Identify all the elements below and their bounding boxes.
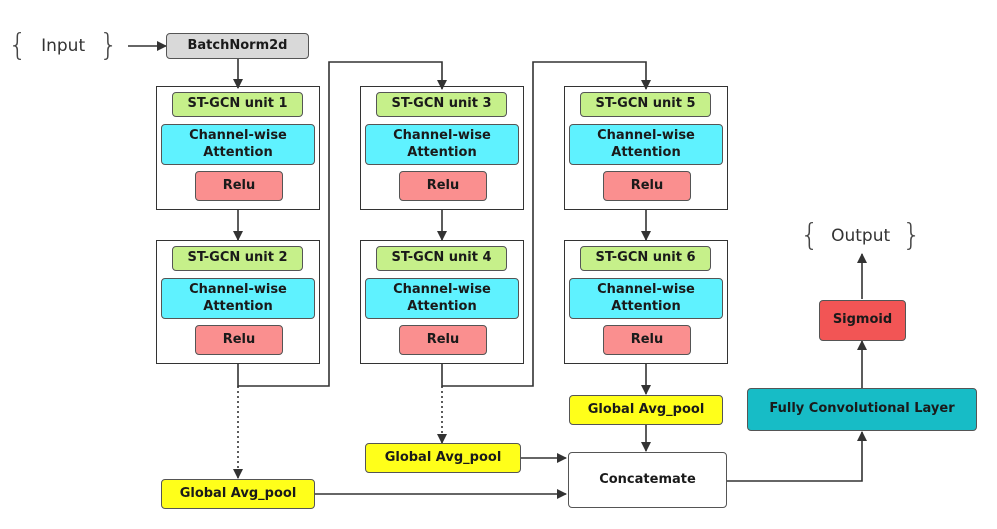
output-text: Output	[831, 226, 891, 246]
edge-unit2-unit3	[237, 61, 447, 387]
edge-concat-fcl	[727, 431, 867, 482]
unit-frame-1	[156, 86, 320, 210]
right-brace-icon: }	[99, 28, 119, 63]
input-label: { Input }	[8, 28, 118, 64]
attention-2: Channel-wise Attention	[161, 278, 315, 319]
gcn-unit-3: ST-GCN unit 3	[376, 92, 507, 117]
unit-frame-2	[156, 240, 320, 364]
relu-2: Relu	[195, 325, 283, 355]
unit-frame-5	[564, 86, 728, 210]
relu-6: Relu	[603, 325, 691, 355]
left-brace-icon: {	[8, 28, 28, 63]
unit-frame-4	[360, 240, 524, 364]
global-avg-pool-1: Global Avg_pool	[161, 479, 315, 509]
edge-unit4-unit5	[441, 61, 651, 387]
gcn-unit-4: ST-GCN unit 4	[376, 246, 507, 271]
right-brace-icon: }	[902, 218, 922, 253]
relu-5: Relu	[603, 171, 691, 201]
global-avg-pool-3: Global Avg_pool	[569, 395, 723, 425]
unit-frame-3	[360, 86, 524, 210]
attention-1: Channel-wise Attention	[161, 124, 315, 165]
relu-1: Relu	[195, 171, 283, 201]
global-avg-pool-2: Global Avg_pool	[365, 443, 521, 473]
concatenate-node: Concatemate	[568, 452, 727, 508]
gcn-unit-6: ST-GCN unit 6	[580, 246, 711, 271]
gcn-unit-1: ST-GCN unit 1	[172, 92, 303, 117]
fully-convolutional-layer: Fully Convolutional Layer	[747, 388, 977, 431]
relu-4: Relu	[399, 325, 487, 355]
unit-frame-6	[564, 240, 728, 364]
gcn-unit-2: ST-GCN unit 2	[172, 246, 303, 271]
attention-6: Channel-wise Attention	[569, 278, 723, 319]
left-brace-icon: {	[800, 218, 820, 253]
output-label: { Output }	[800, 218, 921, 254]
attention-4: Channel-wise Attention	[365, 278, 519, 319]
attention-3: Channel-wise Attention	[365, 124, 519, 165]
input-text: Input	[41, 36, 86, 56]
sigmoid-node: Sigmoid	[819, 300, 906, 341]
batchnorm-node: BatchNorm2d	[166, 33, 309, 59]
gcn-unit-5: ST-GCN unit 5	[580, 92, 711, 117]
attention-5: Channel-wise Attention	[569, 124, 723, 165]
relu-3: Relu	[399, 171, 487, 201]
